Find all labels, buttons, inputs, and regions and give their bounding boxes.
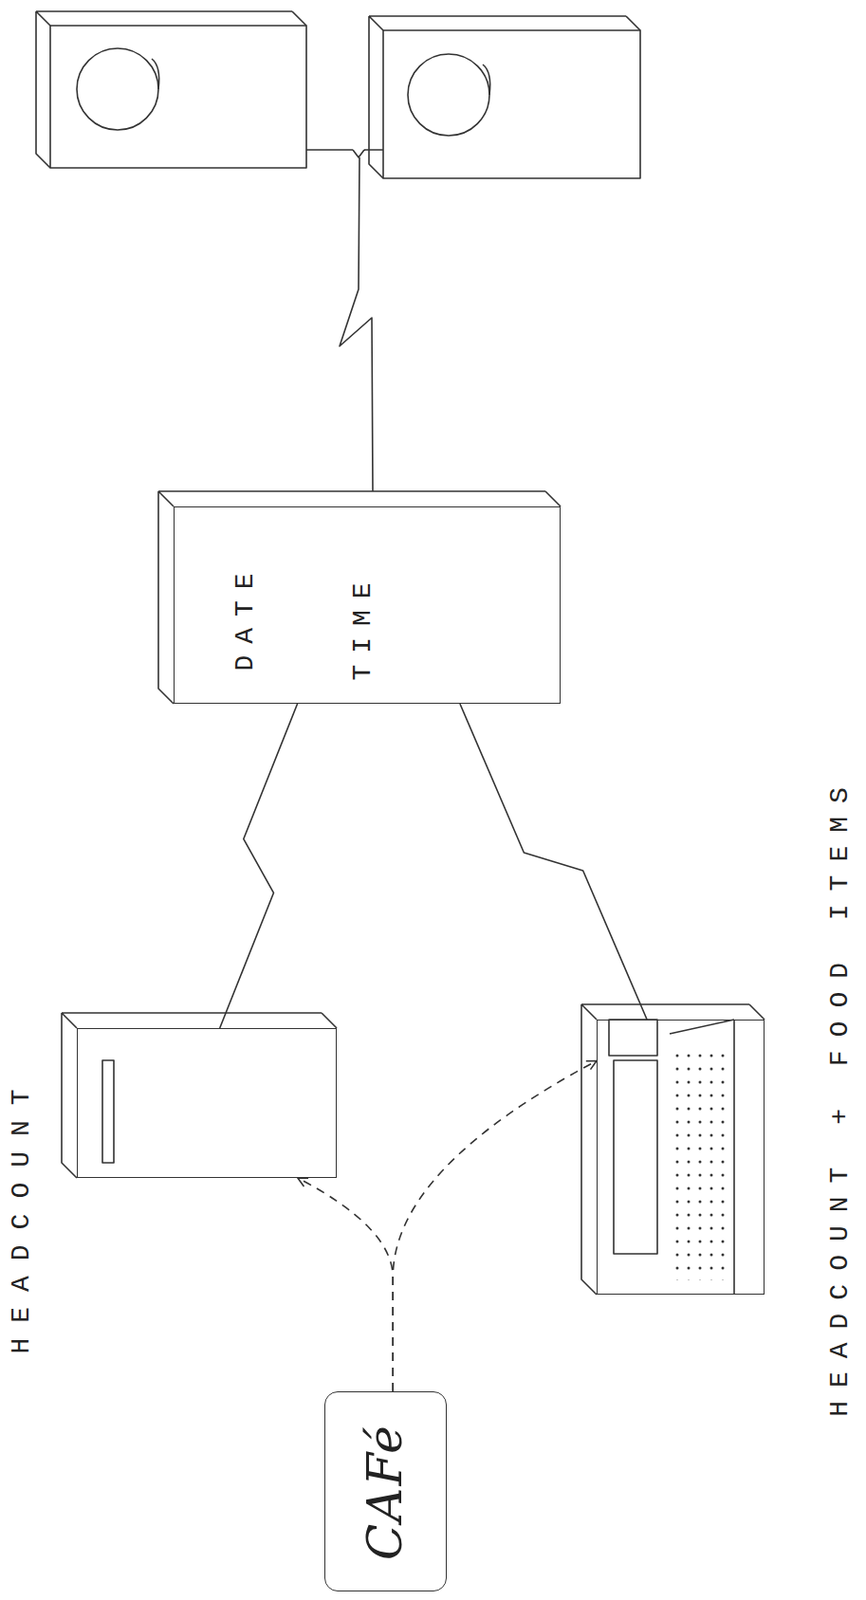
keyboard-terminal: HEADCOUNT + FOOD ITEMS [596,1019,765,1295]
dashed-arrow [392,1061,597,1393]
label-text: HEADCOUNT [7,1073,35,1354]
card-slot [102,1060,114,1163]
dashed-arrow [297,1178,393,1392]
speaker-box [368,16,641,179]
speaker-wire [339,157,373,492]
box-bevel [158,491,561,704]
keyboard-keys [675,1052,727,1281]
display-window [608,1019,658,1056]
link-line [220,703,298,1029]
terminal-box: HEADCOUNT [76,1028,337,1179]
box-bevel [61,1013,337,1179]
display-screen [613,1060,658,1254]
label-text: HEADCOUNT + FOOD ITEMS [827,773,854,1418]
label-text: DATE [231,561,258,671]
speaker-bracket [306,149,384,158]
processor-box: DATE TIME [173,506,561,704]
speaker-box [36,11,307,168]
box-bevel [581,1004,765,1295]
label-text: CAFé [361,1423,409,1561]
keyboard-edge [669,1019,735,1295]
cafe-logo: CAFé [324,1391,447,1592]
link-line [460,703,647,1020]
label-text: TIME [349,571,376,681]
